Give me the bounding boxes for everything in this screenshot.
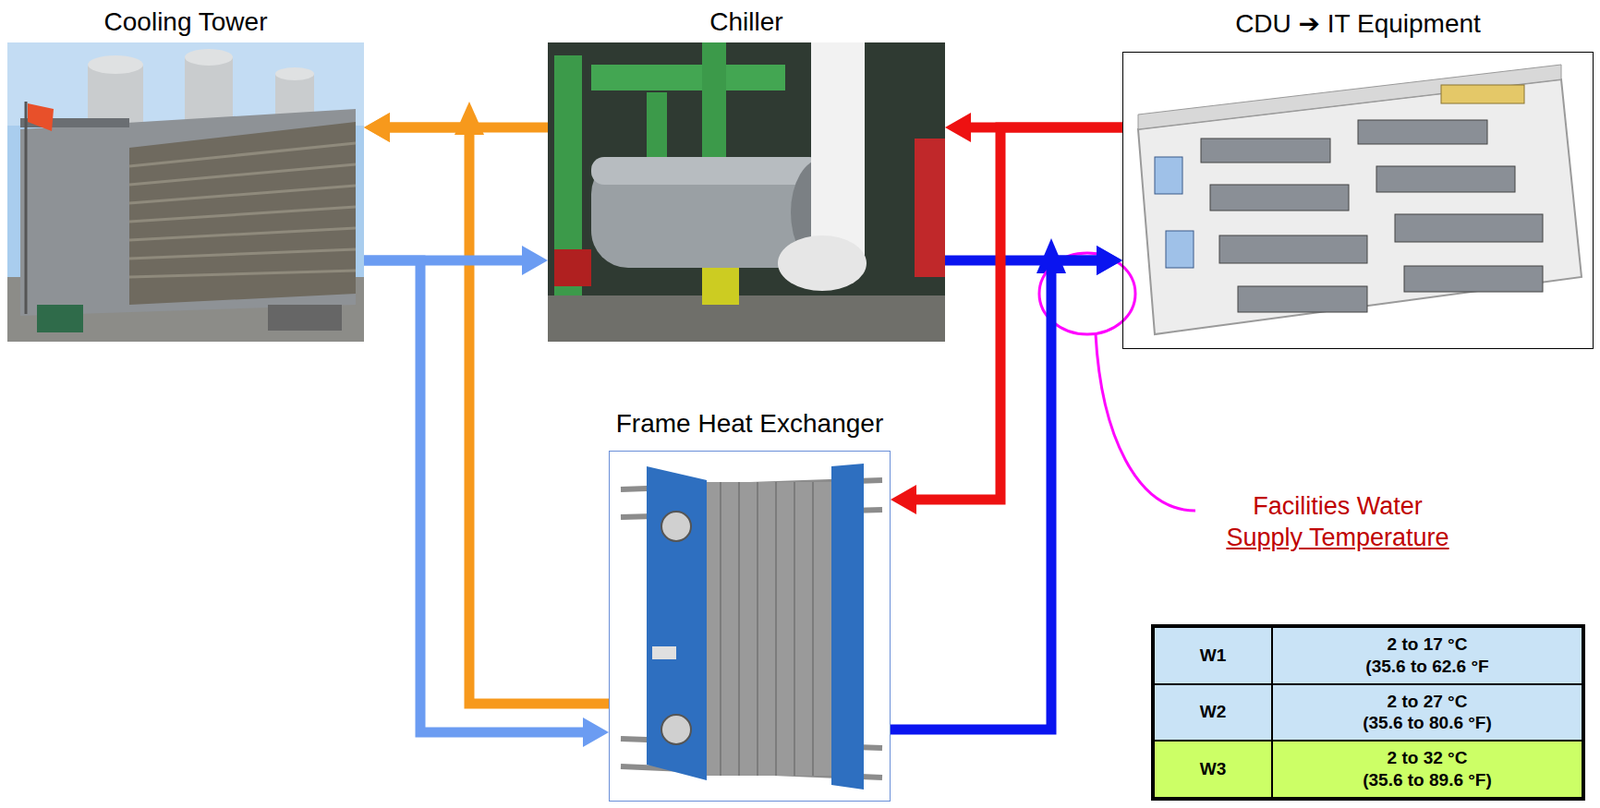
pipe-line <box>363 260 583 733</box>
pipe-arrow <box>890 245 1123 730</box>
table-cell-text: 2 to 27 °C <box>1280 690 1575 714</box>
callout-text: Facilities Water <box>1199 491 1477 523</box>
chiller-picture <box>547 42 946 342</box>
leader-line <box>1095 334 1196 511</box>
picture-node: Frame Heat Exchanger <box>608 450 891 802</box>
pipe-line <box>916 127 1123 500</box>
callout-text: Supply Temperature <box>1199 522 1477 555</box>
arrowhead <box>945 112 971 143</box>
table-cell-text: (35.6 to 80.6 °F) <box>1280 712 1575 735</box>
table-cell-text: (35.6 to 89.6 °F) <box>1280 769 1575 792</box>
heat-exchanger-picture <box>608 450 891 802</box>
arrowhead <box>1096 245 1123 276</box>
table-cell-text: W2 <box>1162 701 1264 724</box>
picture-node: Chiller <box>547 42 946 342</box>
table-cell: W3 <box>1152 740 1273 800</box>
table-cell-text: 2 to 32 °C <box>1280 747 1575 770</box>
arrowhead <box>363 112 390 143</box>
arrowhead <box>1096 245 1123 276</box>
node-heading: Chiller <box>709 7 783 37</box>
node-heading: CDU ➔ IT Equipment <box>1235 8 1481 39</box>
arrowhead <box>363 112 390 143</box>
cooling-tower-picture <box>7 42 364 342</box>
arrowhead <box>521 245 548 276</box>
table-cell-text: W1 <box>1162 644 1264 667</box>
table-cell: W1 <box>1152 626 1273 685</box>
table-cell: W2 <box>1152 684 1273 742</box>
temperature-table: W1 2 to 17 °C(35.6 to 62.6 °F W2 2 to 27 °C… <box>1151 624 1586 801</box>
pipe-arrow <box>363 260 609 748</box>
table-cell: 2 to 27 °C(35.6 to 80.6 °F) <box>1272 684 1584 742</box>
pipe-arrow <box>890 127 1123 515</box>
picture-node: Cooling Tower <box>7 42 364 342</box>
node-heading: Cooling Tower <box>104 7 268 37</box>
table-cell-text: (35.6 to 62.6 °F <box>1280 655 1575 679</box>
callout-text: Facilities WaterSupply Temperature <box>1199 491 1477 555</box>
arrowhead <box>890 484 917 515</box>
node-heading: Frame Heat Exchanger <box>616 409 884 439</box>
pipe-arrow <box>363 112 609 704</box>
picture-node: CDU ➔ IT Equipment <box>1122 51 1594 350</box>
table-cell-text: 2 to 17 °C <box>1280 633 1575 656</box>
table-cell-text: W3 <box>1162 758 1264 781</box>
arrowhead <box>582 717 609 748</box>
table-cell: 2 to 32 °C(35.6 to 89.6 °F) <box>1272 740 1584 800</box>
it-room-picture <box>1122 51 1594 350</box>
table-cell: 2 to 17 °C(35.6 to 62.6 °F <box>1272 626 1584 685</box>
